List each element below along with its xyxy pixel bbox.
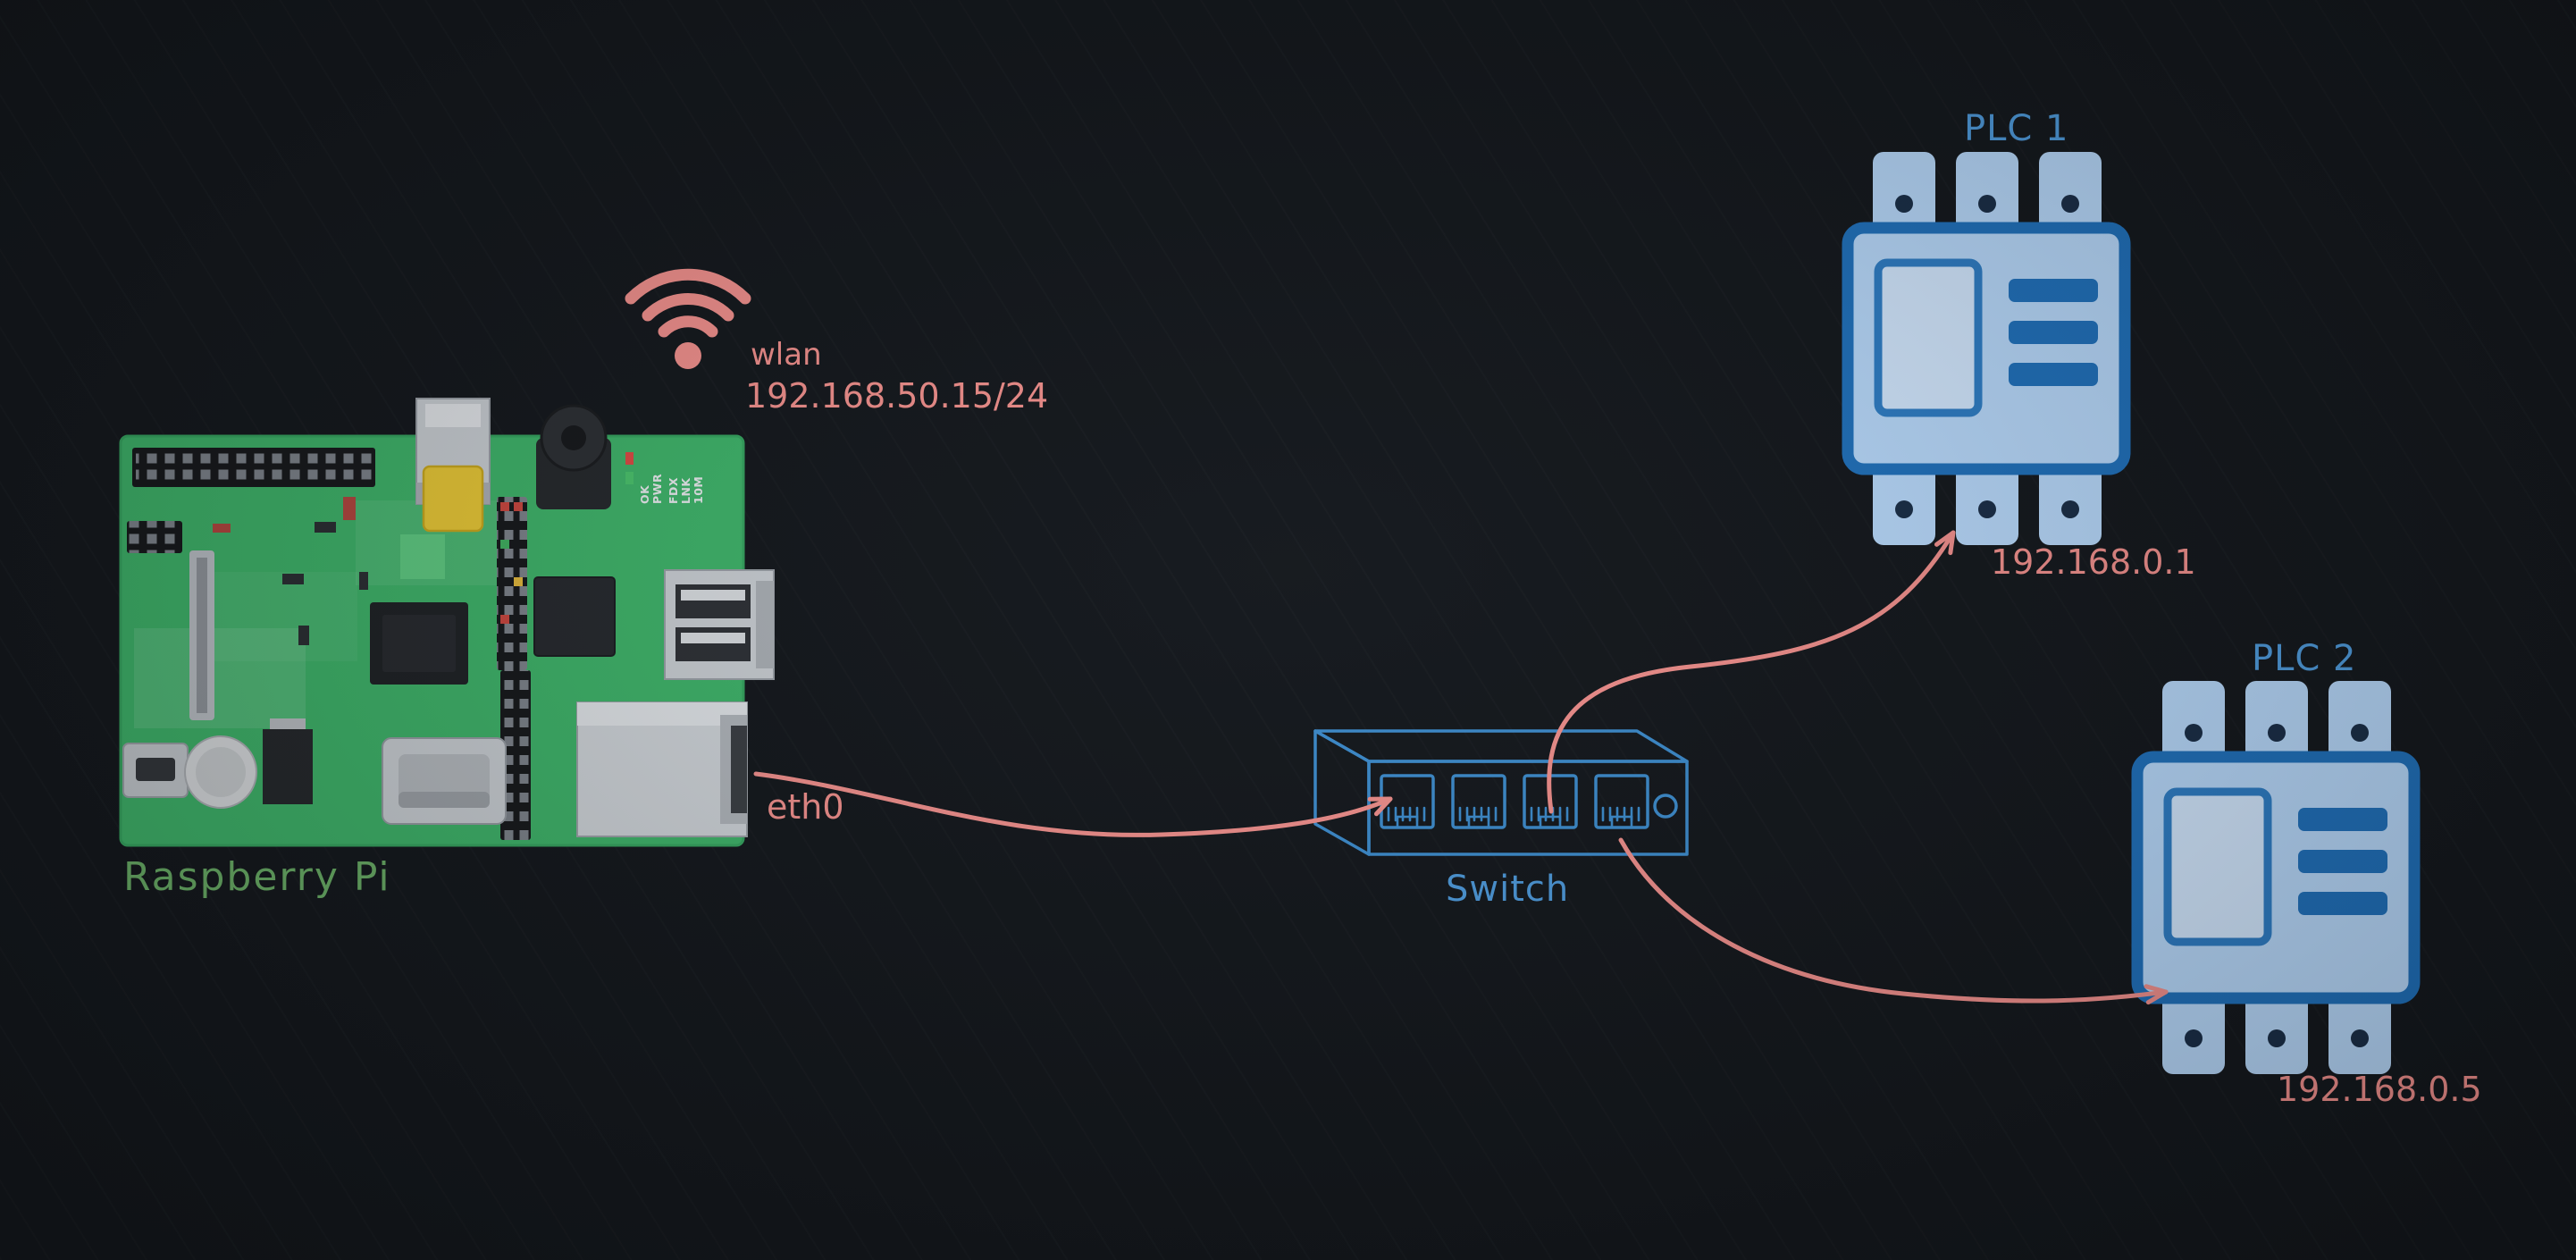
passive-component (359, 572, 368, 590)
composite-video-jack (422, 465, 484, 533)
plc-vent-bar (2009, 363, 2098, 386)
pcb-pad (400, 534, 445, 579)
pi-led-label: PWR (650, 474, 664, 504)
audio-jack-hole (561, 425, 586, 450)
switch-left-face (1313, 729, 1371, 856)
wifi-dot (675, 342, 701, 369)
header-pin-red (500, 615, 509, 624)
plc-terminal-tab (1873, 152, 1935, 237)
header-pin-red (500, 502, 509, 511)
switch-power-led (1653, 794, 1678, 819)
passive-component (298, 626, 309, 645)
pi-led-label: OK (638, 484, 651, 504)
cable-pi-to-switch (753, 771, 1393, 837)
plc-terminal-hole (2061, 500, 2079, 518)
usb-dual-port-face (756, 581, 774, 668)
plc-terminal-hole (1978, 195, 1996, 213)
usb-slot (675, 627, 751, 661)
pcb-silkscreen-zone (214, 572, 357, 661)
passive-component (282, 574, 304, 584)
switch-top-face (1313, 729, 1689, 763)
ethernet-port-opening (731, 726, 747, 813)
ethernet-port-top (577, 702, 747, 726)
plc-terminal-hole (2351, 1029, 2369, 1047)
plc-vent-bar (2009, 321, 2098, 344)
wifi-icon (625, 268, 751, 369)
csi-pin-header (500, 670, 531, 840)
plc-vent-bar (2009, 279, 2098, 302)
regulator-tab (270, 718, 306, 731)
hdmi-port-lip (399, 792, 490, 808)
raspberry-pi-label: Raspberry Pi (123, 854, 391, 900)
plc-screen (1874, 258, 1983, 417)
pi-led-label: LNK (679, 477, 692, 504)
plc-terminal-hole (1978, 500, 1996, 518)
ethernet-port (576, 701, 748, 837)
plc-terminal-hole (2185, 724, 2203, 742)
plc-terminal-hole (2268, 1029, 2286, 1047)
capacitor-top (196, 747, 246, 797)
plc-terminal-hole (2061, 195, 2079, 213)
arrow-switch-to-plc2 (1618, 837, 2169, 1005)
gpio-header-pins (136, 451, 372, 483)
plc1-label: PLC 1 (1964, 108, 2069, 149)
plc-terminal-tab (2328, 681, 2391, 766)
pcb-silkscreen-zone (134, 628, 306, 728)
soc-chip-top (382, 615, 456, 672)
dsi-connector-slot (197, 558, 207, 713)
header-pin-yellow (514, 577, 523, 586)
usb-slot (675, 584, 751, 618)
plc-vent-bar (2298, 892, 2387, 915)
plc2-device (2131, 681, 2421, 1074)
plc-screen (2163, 787, 2272, 946)
wifi-arc (625, 268, 751, 305)
switch-port-4 (1594, 774, 1649, 829)
plc-terminal-tab (2162, 681, 2225, 766)
pi-led-label: 10M (692, 476, 705, 504)
micro-usb-slot (136, 758, 175, 781)
plc-terminal-tab (2039, 152, 2102, 237)
wifi-arc (658, 315, 718, 338)
aux-header (127, 521, 182, 553)
raspberry-pi-board: OK PWR FDX LNK 10M (119, 398, 775, 847)
plc1-ip-label: 192.168.0.1 (1991, 542, 2196, 582)
header-pin-green (500, 540, 509, 549)
status-led (625, 452, 634, 465)
plc-vent-bar (2298, 808, 2387, 831)
switch-port-2 (1451, 774, 1506, 829)
plc2-ip-label: 192.168.0.5 (2277, 1070, 2482, 1109)
usb-slot-tongue (681, 633, 745, 643)
usb-b-port-face (425, 404, 481, 427)
usb-slot-tongue (681, 590, 745, 601)
plc-terminal-hole (2351, 724, 2369, 742)
plc-terminal-hole (2268, 724, 2286, 742)
plc-terminal-hole (1895, 195, 1913, 213)
passive-component (213, 524, 231, 533)
lan-chip (533, 576, 616, 657)
wifi-arc (642, 293, 734, 322)
wlan-ip-label: 192.168.50.15/24 (745, 376, 1048, 416)
status-led (625, 472, 634, 484)
passive-component (315, 522, 336, 533)
plc-vent-bar (2298, 850, 2387, 873)
passive-component (343, 497, 356, 520)
plc2-label: PLC 2 (2252, 638, 2357, 679)
switch-label: Switch (1446, 869, 1569, 910)
plc-terminal-hole (1895, 500, 1913, 518)
arrow-switch-to-plc1 (1547, 530, 1956, 814)
pi-led-label: FDX (667, 477, 680, 504)
eth0-label: eth0 (767, 787, 844, 827)
plc-terminal-tab (1956, 152, 2018, 237)
header-pin-red (514, 502, 523, 511)
regulator (263, 729, 313, 804)
plc-terminal-hole (2185, 1029, 2203, 1047)
network-switch (1313, 729, 1689, 856)
plc-terminal-tab (2245, 681, 2308, 766)
wlan-label: wlan (751, 337, 822, 373)
plc1-device (1842, 152, 2131, 545)
